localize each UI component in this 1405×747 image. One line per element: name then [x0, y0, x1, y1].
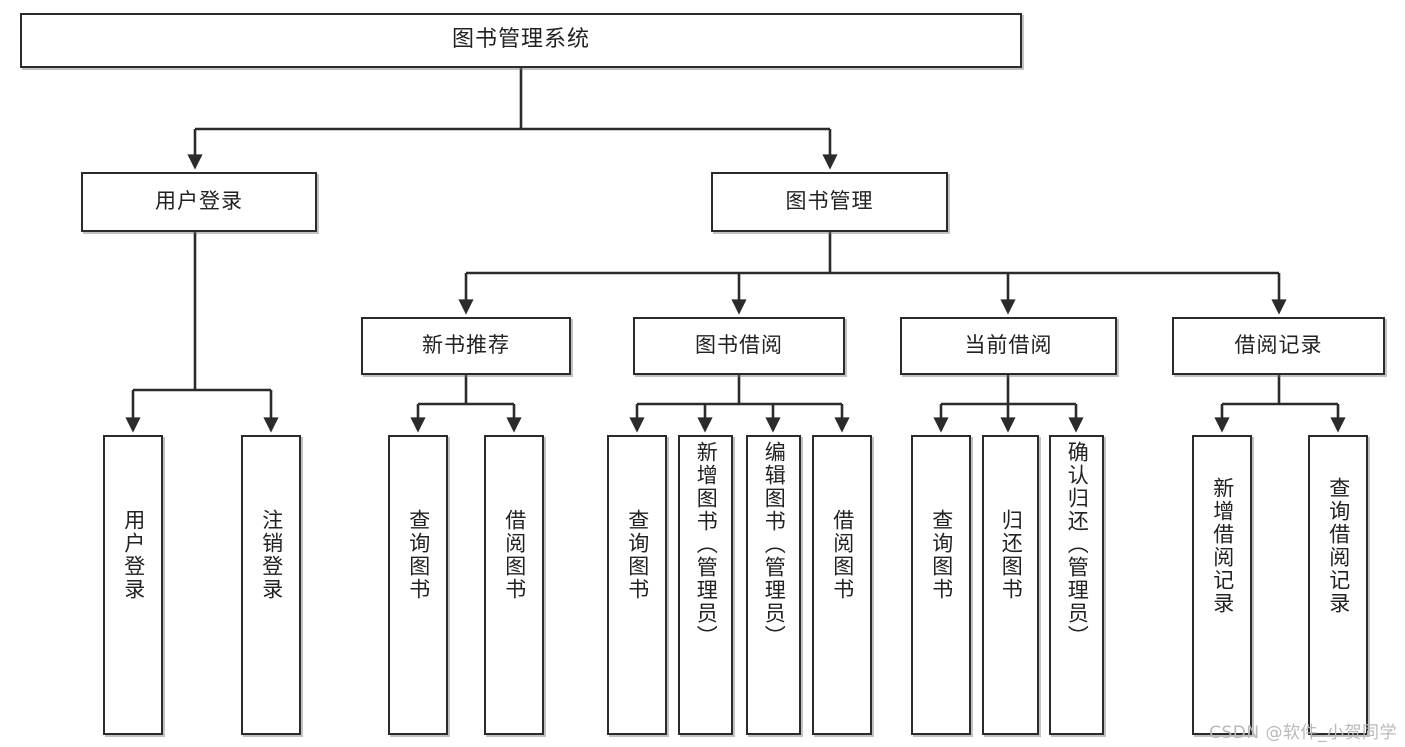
- node-book-borrow-label: 图书借阅: [695, 333, 783, 358]
- leaf-borrow-borrow-book-label: 借阅图书: [830, 509, 855, 601]
- node-borrow-record[interactable]: 借阅记录: [1172, 317, 1385, 375]
- leaf-recommend-borrow-book[interactable]: 借阅图书: [484, 435, 544, 735]
- node-borrow-record-label: 借阅记录: [1234, 333, 1323, 358]
- leaf-record-add-label: 新增借阅记录: [1210, 477, 1235, 615]
- leaf-user-logout-label: 注销登录: [259, 509, 284, 601]
- leaf-current-query-book-label: 查询图书: [929, 509, 954, 601]
- leaf-borrow-add-book-label: 新增图书（管理员）: [694, 441, 719, 648]
- leaf-recommend-query-book-label: 查询图书: [406, 509, 431, 601]
- leaf-recommend-query-book[interactable]: 查询图书: [388, 435, 448, 735]
- leaf-borrow-borrow-book[interactable]: 借阅图书: [812, 435, 872, 735]
- leaf-borrow-query-book[interactable]: 查询图书: [607, 435, 667, 735]
- leaf-borrow-add-book[interactable]: 新增图书（管理员）: [678, 435, 733, 735]
- leaf-borrow-edit-book[interactable]: 编辑图书（管理员）: [746, 435, 801, 735]
- node-current-borrow[interactable]: 当前借阅: [900, 317, 1117, 375]
- leaf-current-return-book-label: 归还图书: [999, 509, 1024, 601]
- node-book-borrow[interactable]: 图书借阅: [633, 317, 845, 375]
- leaf-borrow-query-book-label: 查询图书: [625, 509, 650, 601]
- leaf-user-login[interactable]: 用户登录: [103, 435, 163, 735]
- leaf-user-logout[interactable]: 注销登录: [241, 435, 301, 735]
- node-current-borrow-label: 当前借阅: [964, 333, 1053, 358]
- watermark: CSDN @软件_小贺同学: [1209, 723, 1397, 743]
- node-user-login-label: 用户登录: [155, 189, 243, 214]
- leaf-user-login-label: 用户登录: [121, 509, 146, 601]
- node-root-label: 图书管理系统: [451, 27, 590, 53]
- leaf-current-confirm-return[interactable]: 确认归还（管理员）: [1049, 435, 1104, 735]
- leaf-recommend-borrow-book-label: 借阅图书: [502, 509, 527, 601]
- leaf-record-query-label: 查询借阅记录: [1326, 477, 1351, 615]
- leaf-current-confirm-return-label: 确认归还（管理员）: [1065, 441, 1090, 648]
- node-user-login[interactable]: 用户登录: [81, 172, 317, 232]
- node-book-manage-label: 图书管理: [785, 189, 874, 214]
- leaf-current-return-book[interactable]: 归还图书: [982, 435, 1039, 735]
- leaf-record-query[interactable]: 查询借阅记录: [1308, 435, 1368, 735]
- leaf-record-add[interactable]: 新增借阅记录: [1192, 435, 1252, 735]
- leaf-current-query-book[interactable]: 查询图书: [911, 435, 971, 735]
- node-new-book-recommend-label: 新书推荐: [422, 333, 510, 358]
- leaf-borrow-edit-book-label: 编辑图书（管理员）: [762, 441, 787, 648]
- node-root[interactable]: 图书管理系统: [20, 13, 1022, 68]
- node-book-manage[interactable]: 图书管理: [711, 172, 948, 232]
- node-new-book-recommend[interactable]: 新书推荐: [361, 317, 571, 375]
